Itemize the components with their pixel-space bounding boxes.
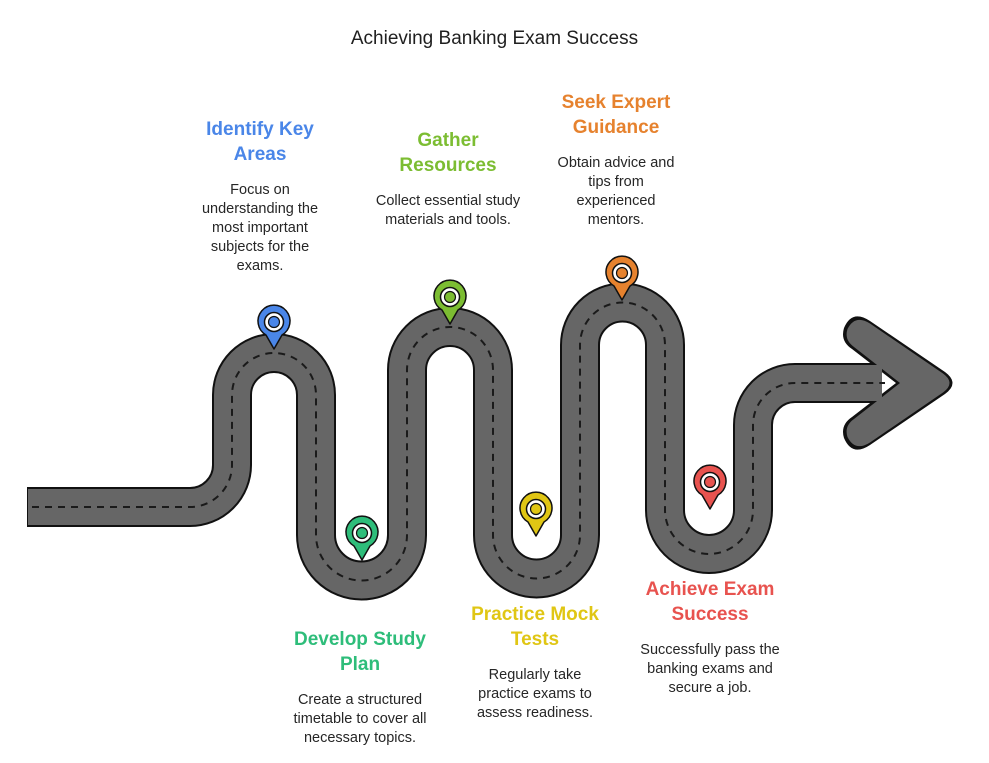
step-title: Achieve Exam Success <box>645 579 775 625</box>
location-pin-icon-develop <box>345 515 379 561</box>
step-title: Seek Expert Guidance <box>561 92 671 138</box>
step-seek: Seek Expert Guidance Obtain advice and t… <box>521 90 711 230</box>
pin-dot <box>529 502 543 516</box>
step-achieve: Achieve Exam Success Successfully pass t… <box>615 577 805 698</box>
step-title: Identify Key Areas <box>206 119 314 165</box>
step-description: Create a structured timetable to cover a… <box>293 692 427 746</box>
step-description: Obtain advice and tips from experienced … <box>557 155 675 228</box>
pin-dot <box>615 266 629 280</box>
step-identify: Identify Key Areas Focus on understandin… <box>165 117 355 276</box>
step-title: Develop Study Plan <box>294 629 426 675</box>
road-arrowhead <box>846 319 950 447</box>
diagram-title: Achieving Banking Exam Success <box>350 28 639 49</box>
location-pin-icon-practice <box>519 491 553 537</box>
pin-dot <box>703 475 717 489</box>
step-description: Collect essential study materials and to… <box>375 193 521 228</box>
step-develop: Develop Study Plan Create a structured t… <box>265 627 455 748</box>
location-pin-icon-gather <box>433 279 467 325</box>
step-description: Regularly take practice exams to assess … <box>476 667 594 721</box>
pin-dot <box>443 290 457 304</box>
location-pin-icon-identify <box>257 304 291 350</box>
step-practice: Practice Mock Tests Regularly take pract… <box>440 602 630 723</box>
pin-dot <box>355 526 369 540</box>
road-center-line <box>32 301 885 582</box>
step-gather: Gather Resources Collect essential study… <box>353 128 543 230</box>
step-description: Focus on understanding the most importan… <box>201 182 319 274</box>
step-title: Gather Resources <box>399 130 497 176</box>
step-title: Practice Mock Tests <box>471 604 599 650</box>
step-description: Successfully pass the banking exams and … <box>640 642 780 696</box>
pin-dot <box>267 315 281 329</box>
location-pin-icon-achieve <box>693 464 727 510</box>
location-pin-icon-seek <box>605 255 639 301</box>
